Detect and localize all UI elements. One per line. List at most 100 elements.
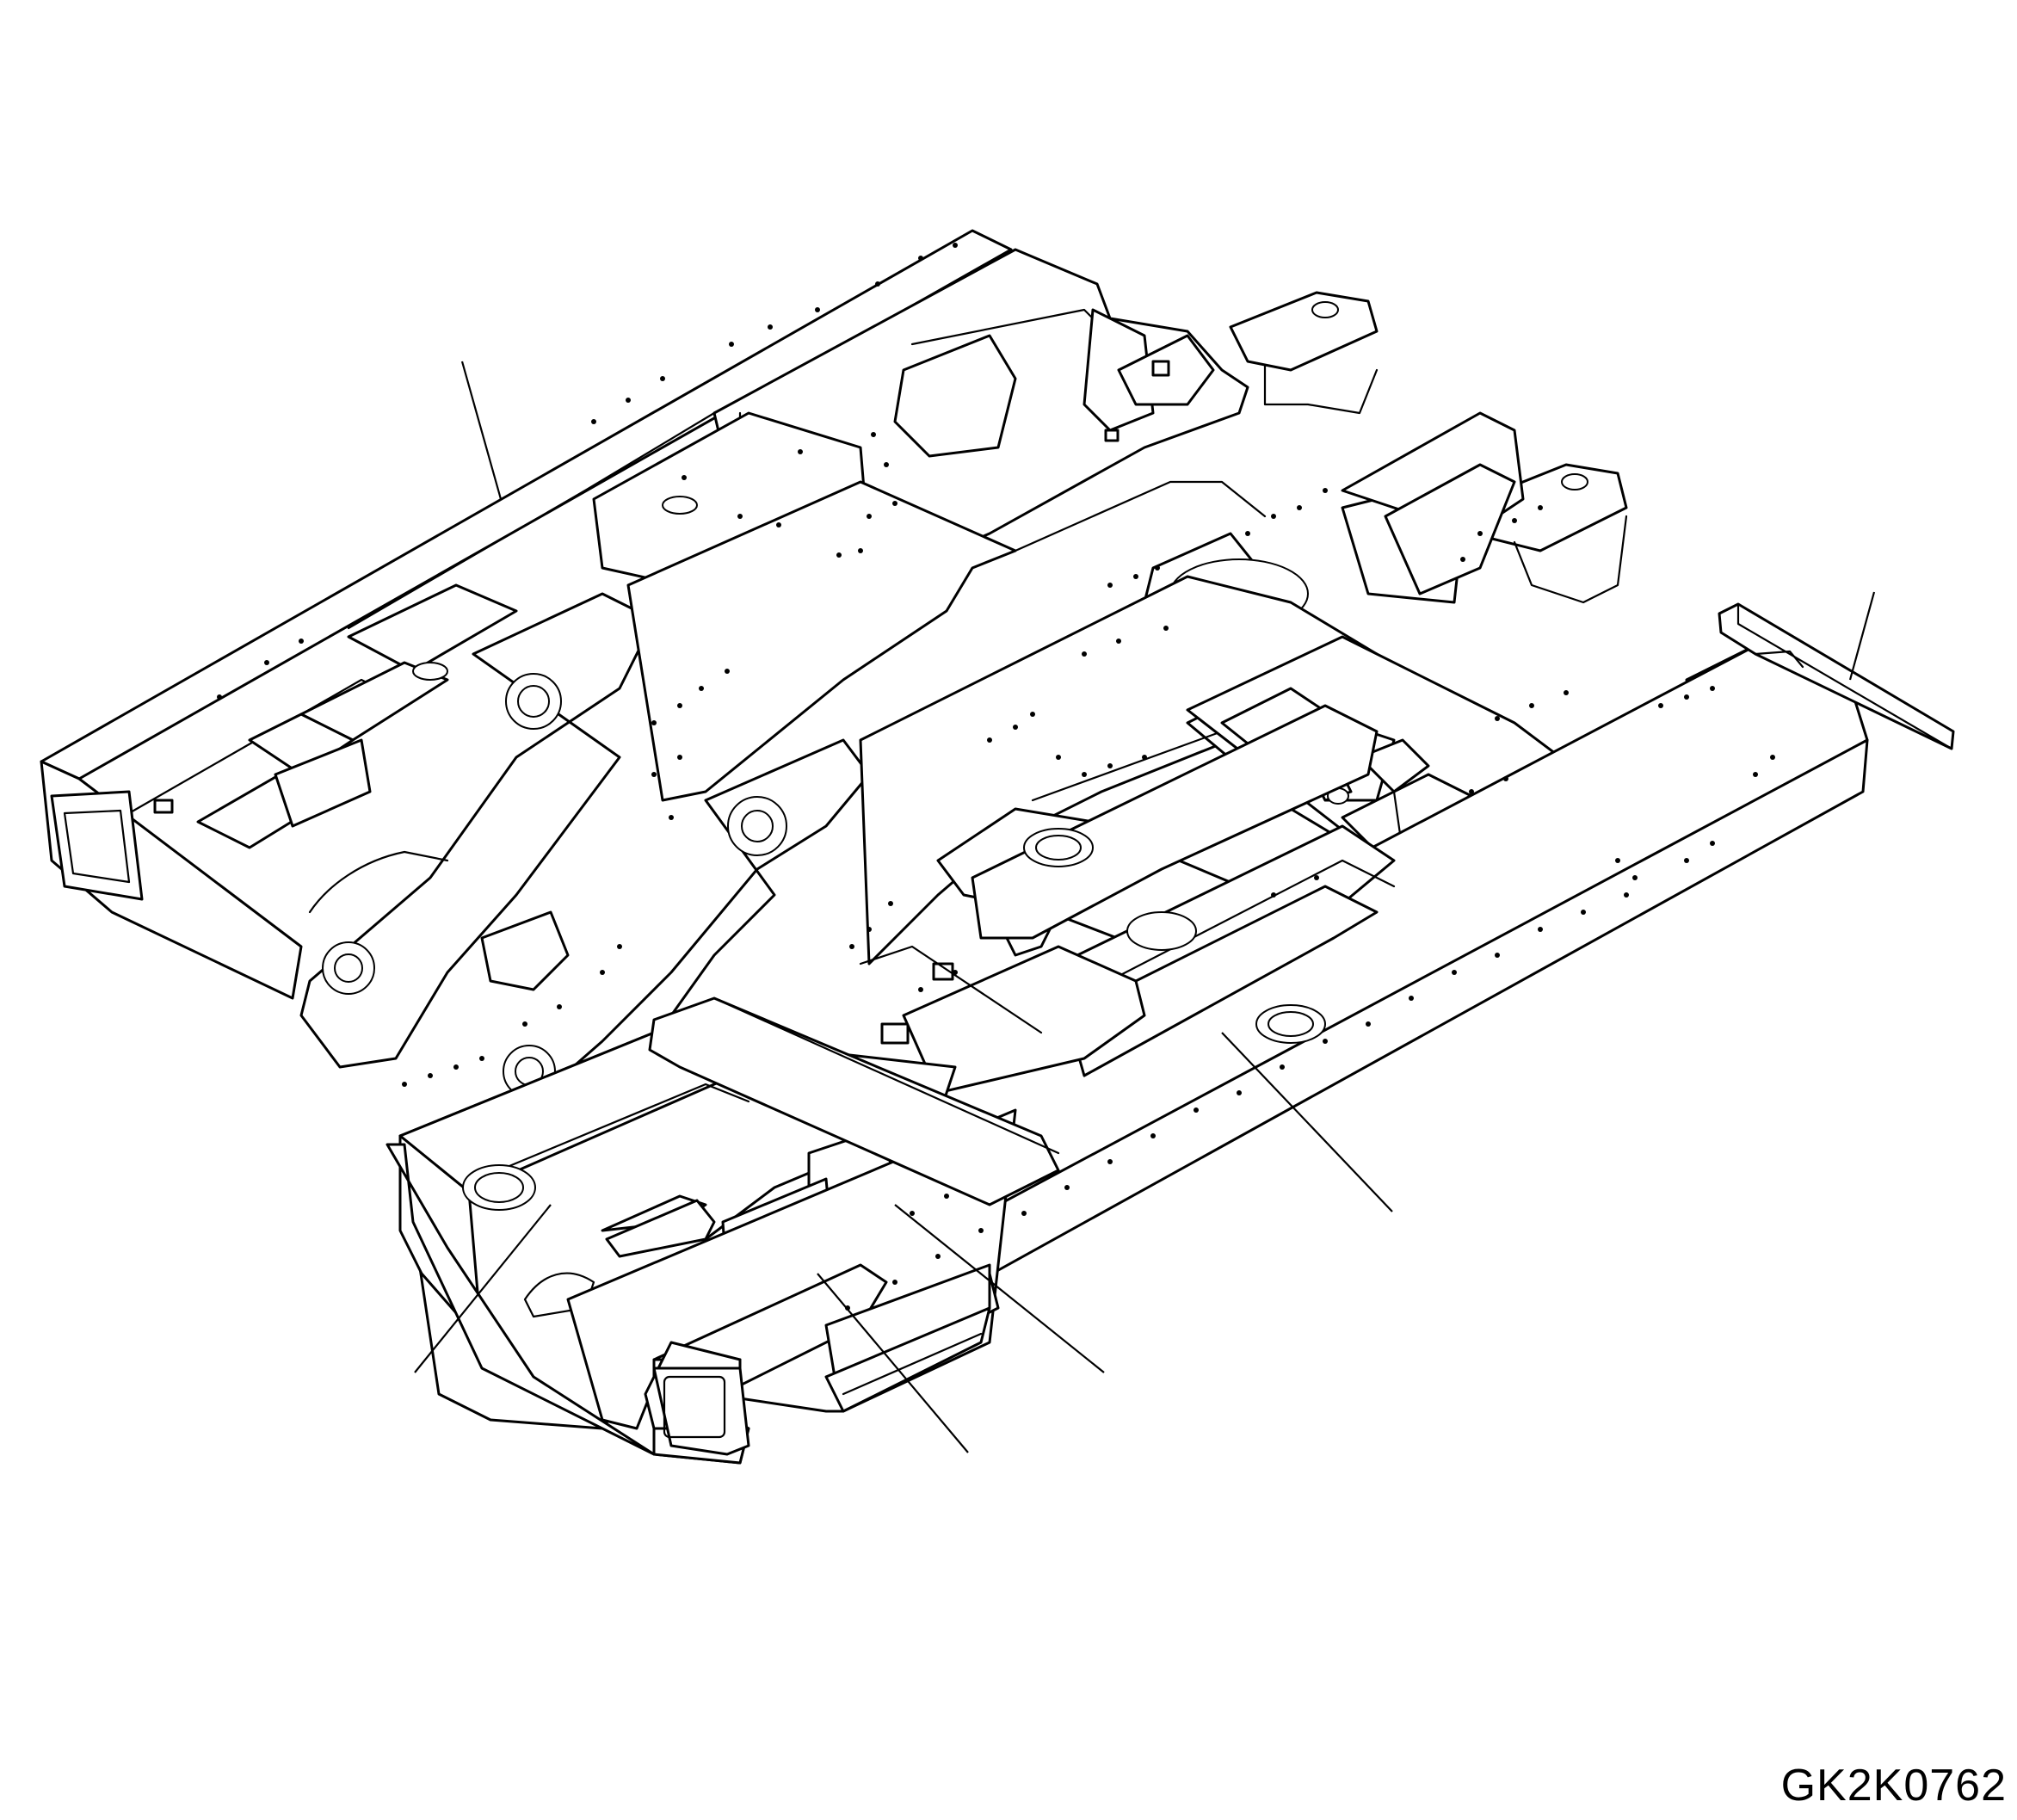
bolt-hole	[264, 660, 269, 665]
bolt-hole	[1495, 716, 1500, 721]
bolt-hole	[871, 432, 876, 437]
bolt-hole	[1082, 651, 1087, 657]
bolt-hole	[591, 419, 596, 424]
loose-bar-part	[1718, 602, 1955, 750]
bolt-hole	[737, 514, 743, 519]
bolt-hole	[699, 686, 704, 691]
bolt-hole	[815, 307, 820, 312]
bolt-hole	[1770, 755, 1775, 760]
bolt-hole	[1529, 703, 1534, 708]
left-side-deck	[40, 229, 1013, 1000]
bolt-hole	[1495, 953, 1500, 958]
bolt-hole	[1753, 772, 1758, 777]
bolt-hole	[1107, 763, 1113, 768]
leader-line-3	[1221, 1032, 1393, 1212]
bolt-hole	[1245, 531, 1250, 536]
bolt-hole	[669, 815, 674, 820]
bolt-hole	[836, 552, 842, 558]
bolt-hole	[1538, 927, 1543, 932]
bolt-hole	[1564, 690, 1569, 695]
bolt-hole	[725, 669, 730, 674]
bolt-hole	[892, 501, 897, 506]
bolt-hole	[1409, 996, 1414, 1001]
bolt-hole	[849, 944, 854, 949]
bolt-hole	[768, 324, 773, 330]
bolt-hole	[1280, 1064, 1285, 1070]
bolt-hole	[978, 1228, 984, 1233]
bolt-hole	[953, 243, 958, 248]
bolt-hole	[944, 1194, 949, 1199]
bolt-hole	[677, 755, 682, 760]
bolt-hole	[1194, 1107, 1199, 1113]
bolt-hole	[987, 737, 992, 743]
boom-brackets	[299, 592, 871, 1155]
bolt-hole	[953, 970, 958, 975]
bolt-hole	[626, 398, 631, 403]
bolt-hole	[1460, 557, 1465, 562]
bolt-hole	[1107, 1159, 1113, 1164]
bolt-hole	[729, 342, 734, 347]
bolt-hole	[1366, 1021, 1371, 1027]
bolt-hole	[1538, 505, 1543, 510]
bolt-hole	[1632, 875, 1638, 880]
bolt-hole	[522, 1021, 527, 1027]
leader-line-4	[894, 1204, 1105, 1373]
bolt-hole	[910, 1211, 915, 1216]
bolt-hole	[1116, 639, 1121, 644]
bolt-hole	[453, 1064, 459, 1070]
bolt-hole	[1658, 703, 1663, 708]
bolt-hole	[651, 772, 657, 777]
bolt-hole	[1323, 1039, 1328, 1044]
leader-line-5	[817, 1273, 969, 1453]
bolt-hole	[867, 514, 872, 519]
counterweight-brackets	[1229, 291, 1628, 604]
bolt-hole	[1271, 514, 1276, 519]
bolt-hole	[1710, 686, 1715, 691]
bolt-hole	[682, 475, 687, 480]
bolt-hole	[1082, 772, 1087, 777]
bolt-hole	[1013, 725, 1018, 730]
bolt-hole	[1163, 626, 1169, 631]
bolt-hole	[651, 720, 657, 725]
bolt-hole	[1684, 694, 1689, 700]
bolt-hole	[1271, 892, 1276, 898]
bolt-hole	[867, 927, 872, 932]
bolt-hole	[1684, 858, 1689, 863]
left-inner-plates	[248, 583, 570, 991]
figure-part-code: GK2K0762	[1780, 1761, 2007, 1811]
bolt-hole	[1237, 1090, 1242, 1095]
bolt-hole	[1512, 518, 1517, 523]
bolt-hole	[557, 1004, 562, 1009]
front-crossbeam	[386, 996, 1060, 1465]
bolt-hole	[875, 281, 880, 287]
leader-line-2	[1848, 591, 1876, 681]
bolt-hole	[402, 1082, 407, 1087]
leader-line-1	[460, 361, 503, 500]
bolt-hole	[892, 1280, 897, 1285]
bolt-hole	[1503, 776, 1508, 781]
bolt-hole	[1064, 1185, 1070, 1190]
bolt-hole	[217, 694, 222, 700]
leader-line-6	[414, 1204, 552, 1373]
bolt-hole	[798, 449, 803, 454]
bolt-hole	[299, 639, 304, 644]
bolt-hole	[1107, 583, 1113, 588]
bolt-hole	[1624, 892, 1629, 898]
bolt-hole	[1155, 565, 1160, 571]
bolt-hole	[1021, 1211, 1027, 1216]
bolt-hole	[1452, 970, 1457, 975]
bolt-hole	[1710, 841, 1715, 846]
bolt-hole	[1581, 910, 1586, 915]
bolt-hole	[1477, 531, 1483, 536]
bolt-hole	[479, 1056, 484, 1061]
bolt-hole	[1142, 755, 1147, 760]
bolt-hole	[888, 901, 893, 906]
bolt-hole	[1297, 505, 1302, 510]
bolt-hole	[660, 376, 665, 381]
bolt-hole	[1323, 488, 1328, 493]
bolt-hole	[918, 987, 923, 992]
bolt-hole	[776, 522, 781, 527]
bolt-hole	[935, 1254, 941, 1259]
bolt-hole	[1314, 875, 1319, 880]
